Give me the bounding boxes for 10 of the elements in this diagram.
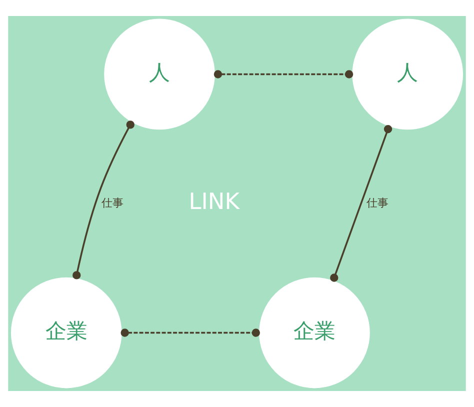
node-circle: 企業 <box>10 277 122 388</box>
connector <box>214 70 354 78</box>
connector <box>72 120 134 280</box>
edge-label: 仕事 <box>102 196 124 210</box>
connector <box>330 125 392 282</box>
label: LINK <box>188 189 240 216</box>
node-circle: 人 <box>352 18 464 130</box>
edge-label: 仕事 <box>366 196 389 210</box>
connector <box>120 328 260 337</box>
node-circle: 企業 <box>259 277 370 388</box>
